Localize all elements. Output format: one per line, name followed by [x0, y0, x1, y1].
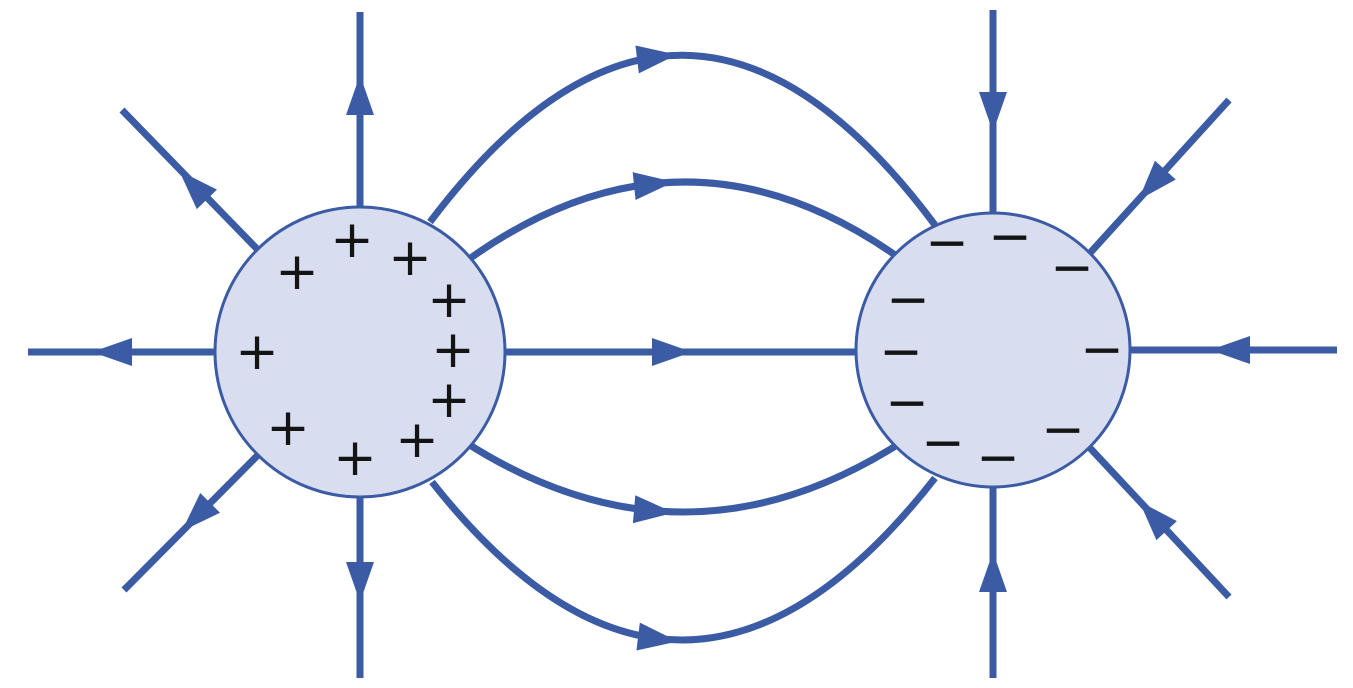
curve-top-inner-arrowhead — [632, 172, 674, 201]
negative-charge-sign-symbol: − — [885, 373, 929, 433]
negative-charge-sign-symbol: − — [886, 270, 930, 330]
negative-charge-sign-symbol: − — [879, 322, 923, 382]
radial-positive-lower-left-arrowhead — [181, 492, 221, 532]
positive-charge-sign-symbol: + — [431, 320, 475, 380]
curve-top-inner-line — [462, 178, 908, 265]
radial-positive-left-arrowhead — [92, 338, 132, 366]
positive-charge-sign-symbol: + — [427, 270, 471, 330]
positive-charge-circle — [213, 205, 507, 499]
radial-positive-upper-left-arrowhead — [179, 170, 217, 210]
negative-charge-sign-symbol: − — [1041, 400, 1085, 460]
radial-negative-right-arrowhead — [1210, 336, 1250, 364]
negative-charge-sign-symbol: − — [1080, 320, 1124, 380]
positive-charge-sign-symbol: + — [333, 428, 377, 488]
positive-charge-sign-symbol: + — [395, 410, 439, 470]
negative-charge-sign-symbol: − — [976, 428, 1020, 488]
line-center-horizontal-arrowhead — [652, 338, 692, 366]
negative-charge-sign-symbol: − — [925, 213, 969, 273]
radial-negative-lower-right-arrowhead — [1139, 501, 1177, 541]
positive-charge-sign-symbol: + — [275, 242, 319, 302]
curve-bottom-outer-line — [429, 475, 938, 644]
negative-charge-sign-symbol: − — [1050, 238, 1094, 298]
radial-positive-down-arrowhead — [346, 562, 374, 602]
positive-charge-sign-symbol: + — [388, 228, 432, 288]
radial-negative-bottom-arrowhead — [979, 552, 1007, 592]
positive-charge-sign-symbol: + — [266, 398, 310, 458]
curve-bottom-inner-arrowhead — [632, 495, 674, 524]
curve-bottom-inner-line — [463, 437, 907, 516]
curve-top-outer-line — [427, 51, 938, 228]
negative-charge-circle — [854, 211, 1132, 489]
curve-bottom-outer-arrowhead — [636, 622, 678, 651]
positive-charge-sign-symbol: + — [330, 210, 374, 270]
positive-charge-sign-symbol: + — [427, 370, 471, 430]
positive-charge-sign-symbol: + — [235, 322, 279, 382]
negative-charge-sign-symbol: − — [988, 207, 1032, 267]
negative-charge-sign-symbol: − — [921, 413, 965, 473]
radial-negative-top-arrowhead — [979, 92, 1007, 132]
curve-top-outer-arrowhead — [635, 45, 677, 74]
radial-negative-upper-right-arrowhead — [1138, 160, 1176, 200]
radial-positive-up-arrowhead — [346, 75, 374, 115]
